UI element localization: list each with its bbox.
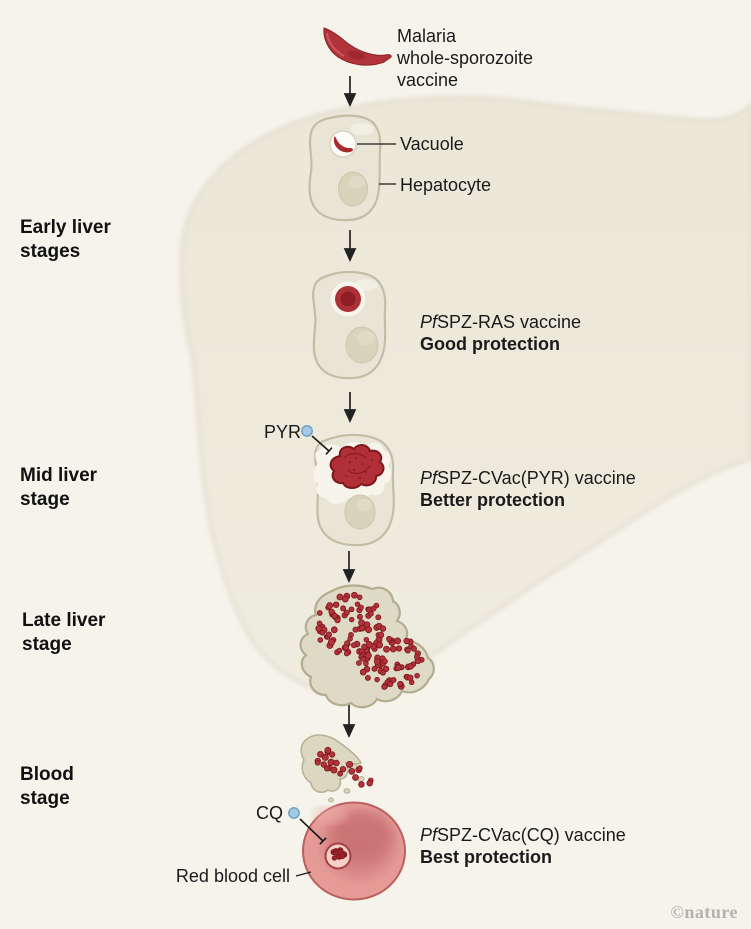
- arrow-1-icon: [343, 76, 357, 108]
- pyr-label: PYR: [264, 422, 302, 442]
- sporozoite-icon: [323, 27, 392, 66]
- ruptured-vesicle: [300, 734, 374, 803]
- vaccine-name: PfSPZ-CVac(CQ) vaccine: [420, 825, 626, 845]
- protection-level: Best protection: [420, 847, 553, 867]
- pyr-drug-dot: [301, 425, 313, 437]
- nature-credit: ©nature: [670, 902, 738, 922]
- hepatocyte-cell-3: [301, 425, 395, 547]
- trophozoite-icon: [329, 444, 385, 489]
- cq-inhibit-arrow: [299, 818, 327, 845]
- vacuole-icon: [329, 130, 357, 158]
- flow-arrows: [342, 76, 357, 739]
- arrow-3-icon: [343, 392, 357, 424]
- vaccine-label-cvac-cq: PfSPZ-CVac(CQ) vaccine Best protection: [420, 824, 626, 868]
- vaccine-label-cvac-pyr: PfSPZ-CVac(PYR) vaccine Better protectio…: [420, 467, 636, 511]
- released-merozoite-dots: [314, 746, 374, 788]
- merozoite-dots: [315, 591, 425, 690]
- vaccine-label-ras: PfSPZ-RAS vaccine Good protection: [420, 311, 581, 355]
- hepatocyte-cell-1: [308, 114, 396, 222]
- nucleus-icon: [338, 171, 368, 207]
- arrow-4-icon: [342, 551, 356, 584]
- stage-label-mid-liver: Mid liver stage: [20, 465, 98, 510]
- stage-label-blood: Blood stage: [20, 764, 74, 809]
- nucleus-icon: [344, 494, 376, 530]
- arrow-2-icon: [343, 230, 357, 263]
- ras-parasite-icon: [330, 281, 366, 317]
- vaccine-name: PfSPZ-RAS vaccine: [420, 312, 582, 332]
- red-blood-cell-label: Red blood cell: [175, 866, 290, 886]
- stage-label-early-liver: Early liver stages: [20, 217, 111, 262]
- hepatocyte-cell-2: [312, 270, 387, 380]
- protection-level: Better protection: [420, 490, 566, 510]
- rbc-pointer-line: [295, 871, 312, 877]
- sporozoite-label: Malaria whole-sporozoite vaccine: [397, 26, 534, 90]
- vacuole-label: Vacuole: [400, 134, 464, 154]
- protection-level: Good protection: [420, 334, 560, 354]
- stage-label-late-liver: Late liver stage: [22, 610, 106, 655]
- pyr-inhibit-arrow: [311, 435, 333, 455]
- blood-stage-parasite-icon: [324, 842, 352, 870]
- vaccine-name: PfSPZ-CVac(PYR) vaccine: [420, 468, 636, 488]
- cq-label: CQ: [256, 803, 283, 823]
- nucleus-icon: [345, 326, 379, 364]
- red-blood-cell: [288, 801, 406, 901]
- cq-drug-dot: [288, 807, 300, 819]
- late-liver-schizont: [299, 584, 435, 709]
- hepatocyte-label: Hepatocyte: [400, 175, 492, 195]
